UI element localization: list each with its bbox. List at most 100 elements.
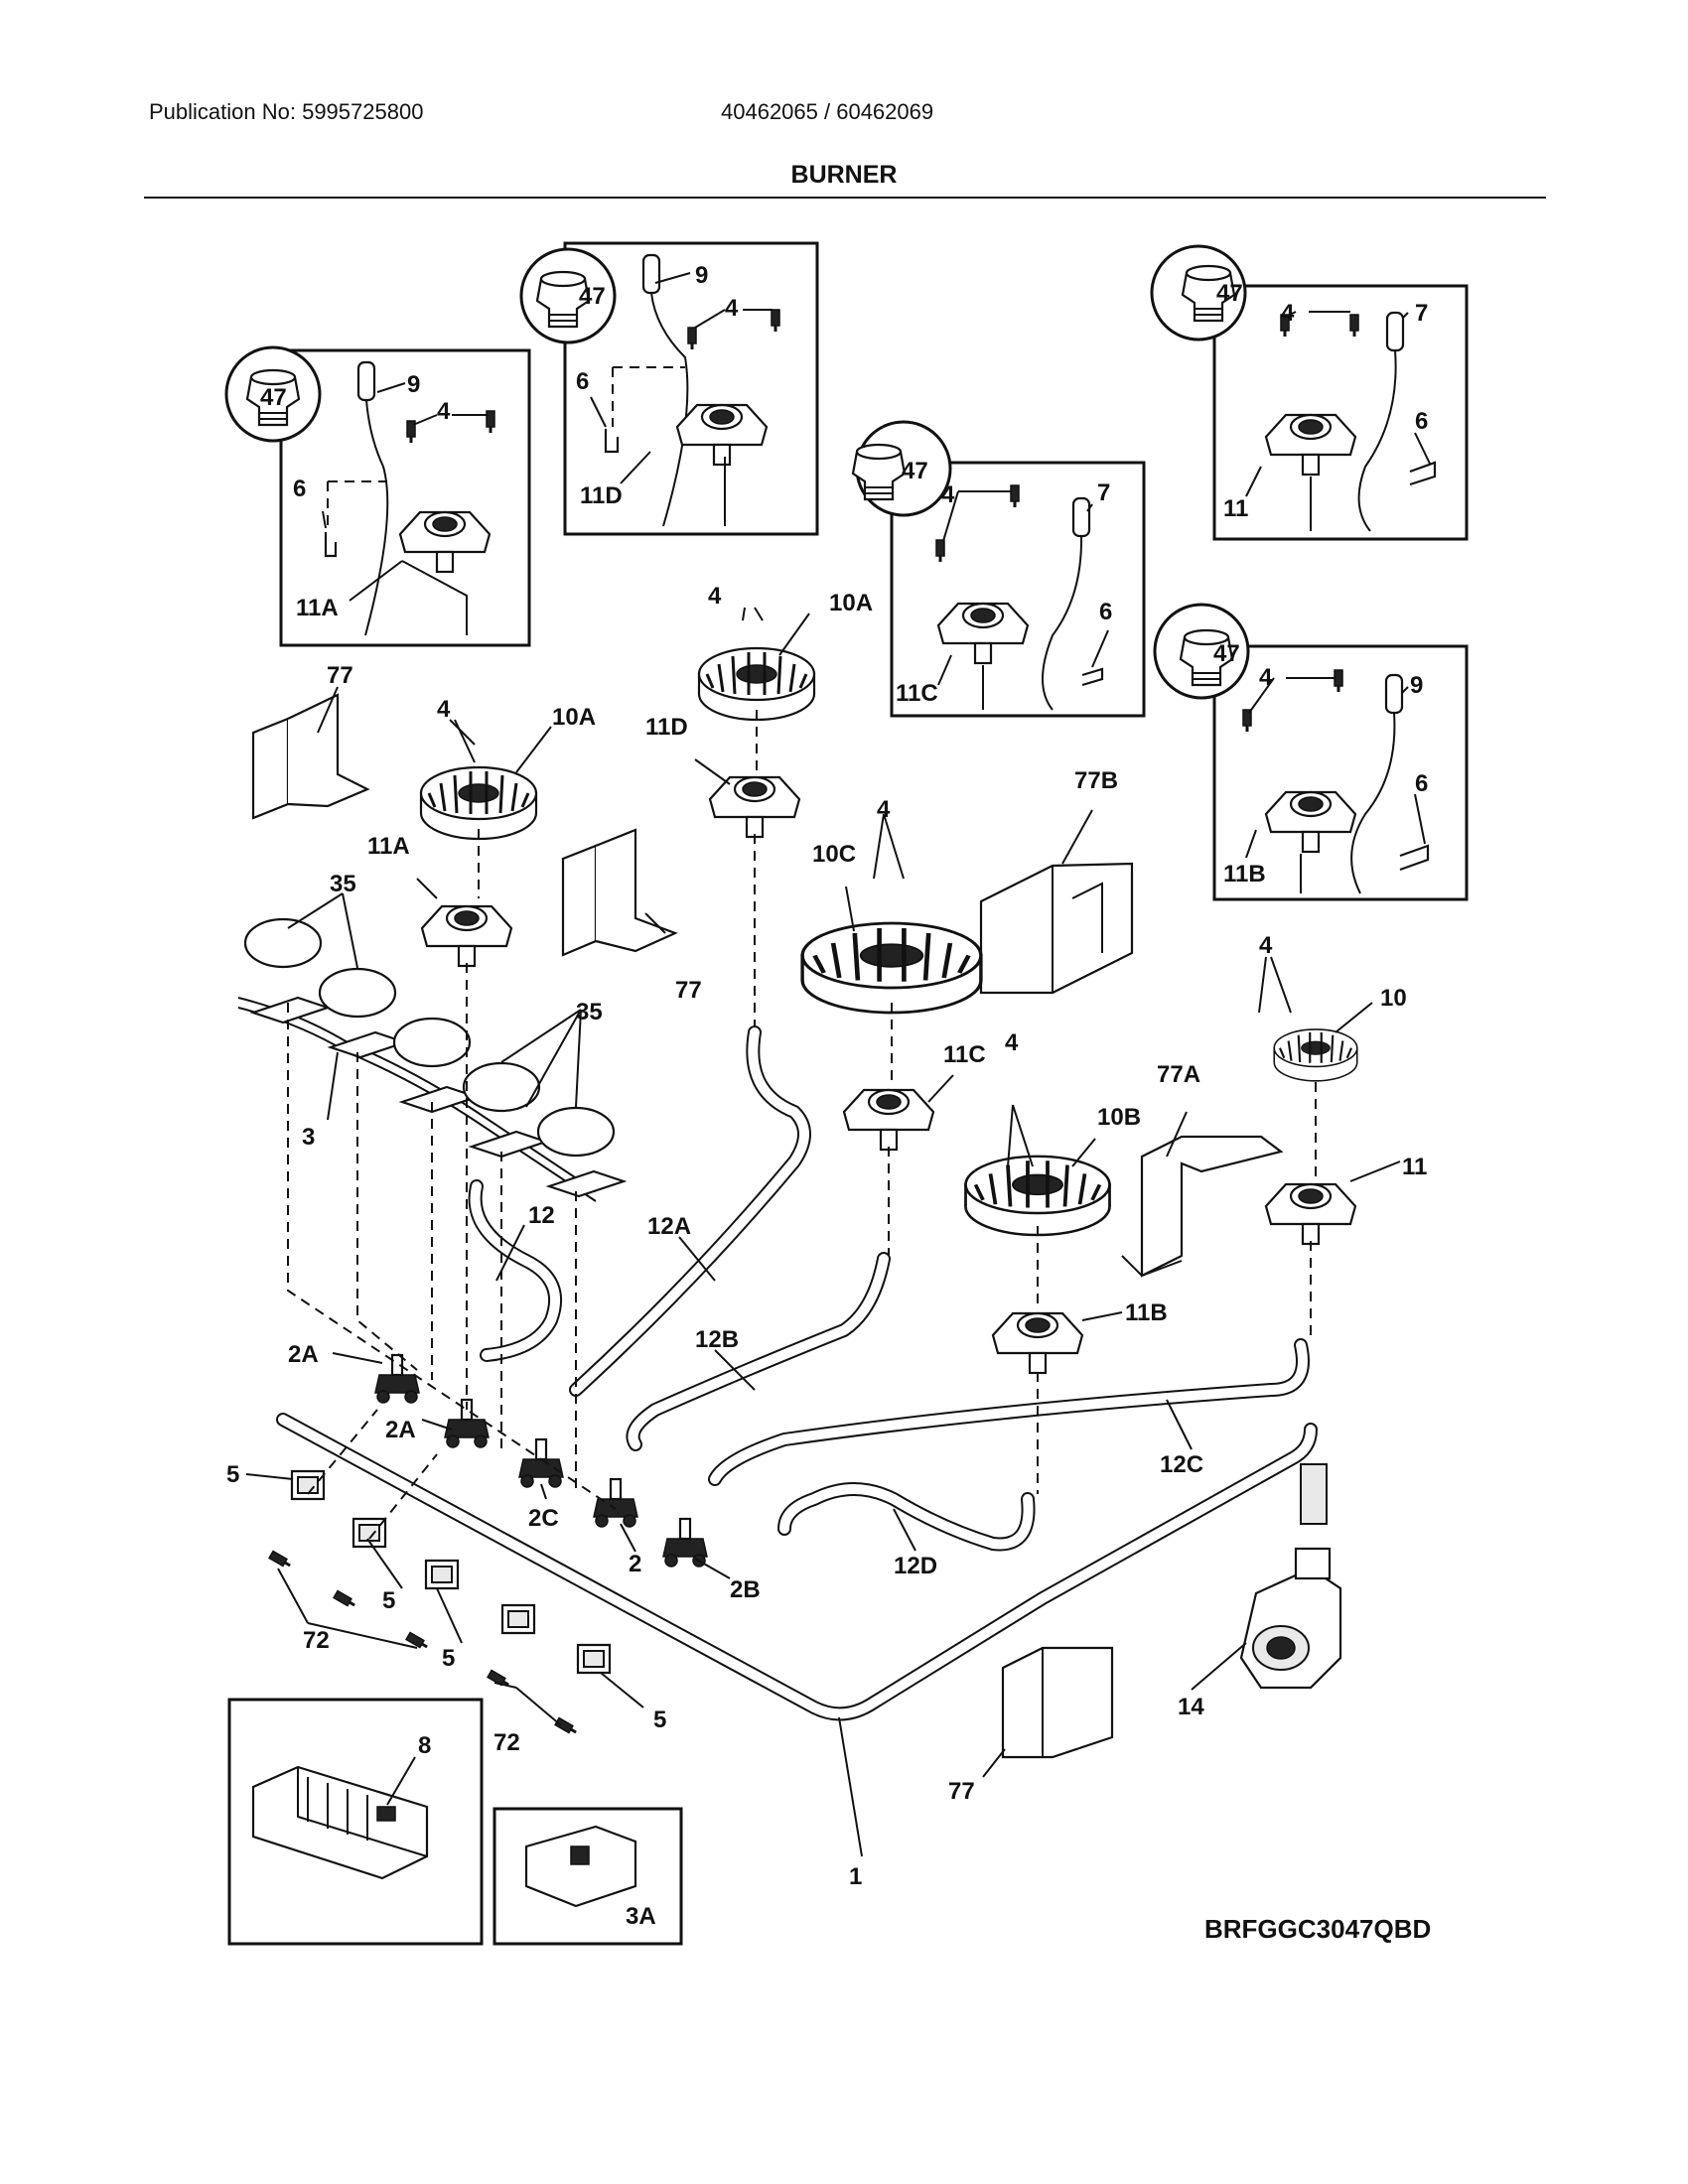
alignment-lines (287, 710, 1317, 1540)
callout-4: 4 (1259, 664, 1273, 691)
callout-8: 8 (418, 1732, 431, 1759)
callout-1: 1 (849, 1863, 862, 1890)
burner-base-11A (420, 904, 513, 968)
gas-tube-12C (708, 1338, 1310, 1486)
callout-12B: 12B (695, 1326, 739, 1353)
callout-11D: 11D (645, 714, 688, 741)
callout-10A: 10A (552, 704, 596, 731)
burner-base-11C (842, 1088, 935, 1152)
model-numbers: 40462065 / 60462069 (721, 99, 934, 124)
inset-burner-11C (851, 420, 1146, 718)
gas-tube-12B (626, 1252, 891, 1451)
callout-11B: 11B (1125, 1299, 1168, 1326)
callout-11: 11 (1402, 1154, 1427, 1180)
burner-base-11 (1264, 1182, 1357, 1246)
gas-tube-12A (569, 1025, 811, 1397)
burner-base-11B (991, 1311, 1084, 1375)
callout-7: 7 (1415, 300, 1428, 327)
callout-4: 4 (1259, 932, 1273, 959)
callout-9: 9 (695, 262, 708, 289)
callout-47: 47 (260, 384, 287, 411)
callout-6: 6 (576, 368, 589, 395)
callout-7: 7 (1097, 479, 1110, 506)
publication-number: Publication No: 5995725800 (149, 99, 424, 124)
burner-head-10 (1273, 1027, 1358, 1082)
callout-12: 12 (528, 1202, 555, 1229)
inset-burner-11 (1150, 244, 1469, 541)
page-title: BURNER (790, 161, 898, 189)
gas-tube-12D (777, 1482, 1036, 1552)
callout-72: 72 (303, 1627, 330, 1654)
bracket-77-center (561, 828, 678, 957)
callout-47: 47 (902, 458, 928, 484)
callout-77B: 77B (1074, 767, 1118, 794)
callout-6: 6 (293, 476, 306, 502)
callout-3: 3 (302, 1124, 315, 1151)
burner-head-10A-right (697, 646, 816, 722)
gas-valve-2B (661, 1517, 709, 1569)
callout-2A: 2A (288, 1341, 319, 1368)
clip-5-c (424, 1559, 460, 1590)
inset-connector-3A (492, 1807, 683, 1946)
callout-11B: 11B (1223, 861, 1266, 887)
inset-spark-module-8 (227, 1698, 484, 1946)
callout-47: 47 (1213, 640, 1240, 667)
callout-2C: 2C (528, 1505, 559, 1532)
callout-12A: 12A (647, 1213, 691, 1240)
callout-77: 77 (327, 662, 353, 689)
shield-77B (979, 862, 1134, 995)
callout-4: 4 (1005, 1029, 1019, 1056)
clip-5-a (290, 1469, 326, 1501)
callout-4: 4 (725, 295, 739, 322)
burner-base-11D (708, 775, 801, 839)
screw-72-c (404, 1631, 431, 1652)
callout-10A: 10A (829, 590, 873, 616)
callout-5: 5 (382, 1587, 395, 1614)
callout-6: 6 (1099, 599, 1112, 625)
callout-2: 2 (629, 1551, 641, 1577)
callout-5: 5 (653, 1706, 666, 1733)
screw-72-e (553, 1716, 580, 1737)
callout-6: 6 (1415, 770, 1428, 797)
callout-35: 35 (576, 999, 603, 1025)
callout-2A: 2A (385, 1417, 416, 1443)
callout-4: 4 (708, 583, 722, 610)
callout-35: 35 (330, 871, 356, 897)
callout-47: 47 (1216, 280, 1243, 307)
callout-11A: 11A (296, 595, 339, 621)
callout-9: 9 (1410, 672, 1423, 699)
callout-10: 10 (1380, 985, 1407, 1012)
callout-5: 5 (226, 1461, 239, 1488)
clip-5-e (576, 1643, 612, 1675)
bracket-77-left (251, 693, 370, 820)
clip-5-d (500, 1603, 536, 1635)
callout-77: 77 (948, 1778, 975, 1805)
gas-tube-12 (468, 1179, 562, 1362)
burner-head-10B (963, 1154, 1112, 1237)
callout-11D: 11D (580, 482, 623, 509)
gas-valve-2C (517, 1437, 565, 1489)
gas-valve-2 (592, 1477, 639, 1529)
callout-11: 11 (1223, 495, 1248, 522)
callout-4: 4 (437, 398, 451, 425)
drawing-code: BRFGGC3047QBD (1204, 1914, 1432, 1944)
callout-12C: 12C (1160, 1451, 1203, 1478)
callout-4: 4 (437, 696, 451, 723)
callout-12D: 12D (894, 1553, 937, 1579)
title-rule (144, 197, 1546, 199)
pressure-regulator-14 (1239, 1547, 1342, 1690)
callout-4: 4 (1281, 300, 1295, 327)
callout-2B: 2B (730, 1576, 761, 1603)
callout-5: 5 (442, 1645, 455, 1672)
screw-72-b (332, 1589, 358, 1610)
callout-9: 9 (407, 371, 420, 398)
screw-72-a (267, 1550, 294, 1570)
callout-6: 6 (1415, 408, 1428, 435)
burner-head-10A-left (419, 765, 538, 841)
igniter-harness-3 (237, 917, 628, 1202)
leader-lines (245, 272, 1431, 1857)
callout-77: 77 (675, 977, 702, 1004)
callout-11A: 11A (367, 833, 410, 860)
bracket-77A (1121, 1135, 1284, 1278)
gas-manifold-1 (276, 1413, 1328, 1721)
